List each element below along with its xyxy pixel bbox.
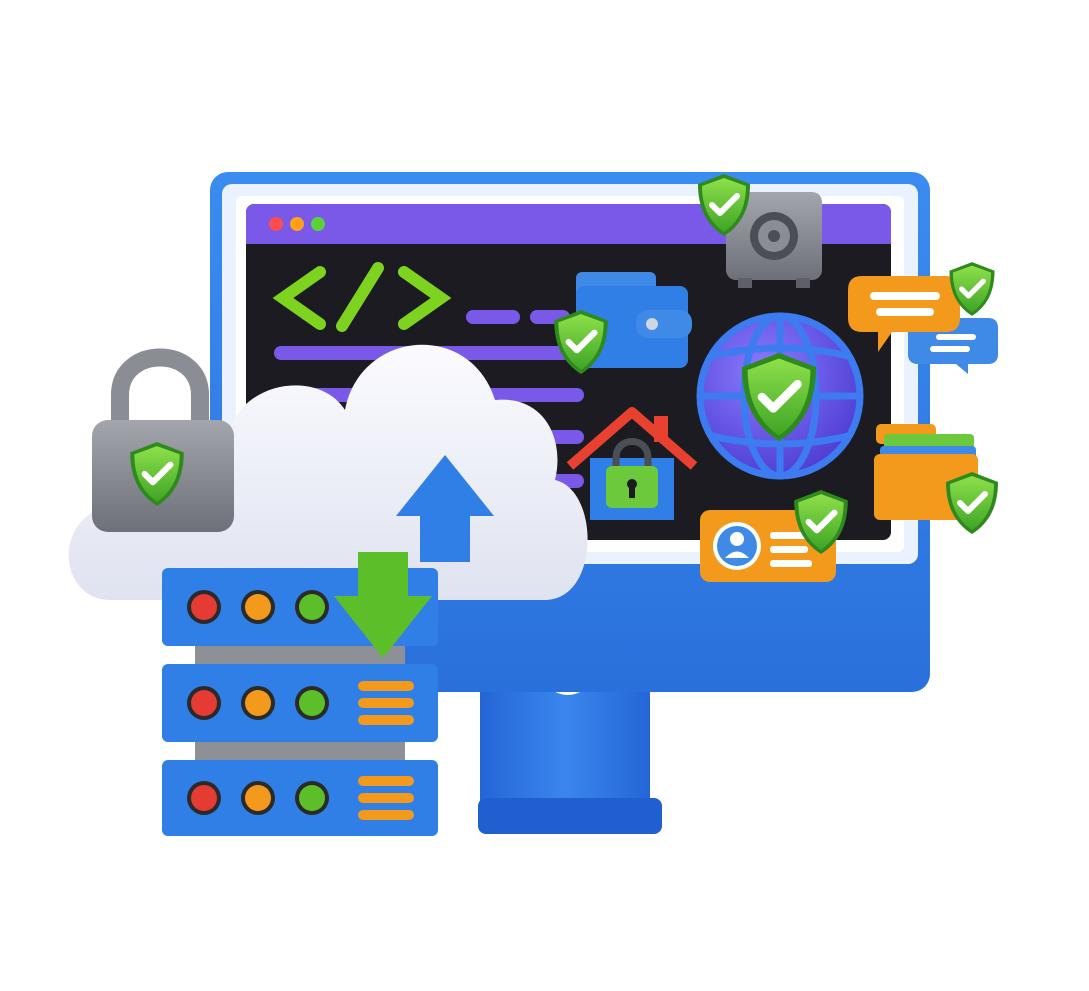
chat-bubble-icon <box>848 262 998 374</box>
safe-vault-icon <box>698 174 822 288</box>
folder-icon <box>874 424 998 534</box>
code-brackets-icon <box>272 262 452 332</box>
padlock-icon <box>92 348 234 532</box>
upload-arrow-icon <box>396 455 494 562</box>
home-lock-icon <box>566 407 698 520</box>
globe-icon <box>696 312 864 480</box>
user-card-icon <box>700 490 848 582</box>
wallet-icon <box>554 272 692 374</box>
download-arrow-icon <box>334 552 432 658</box>
